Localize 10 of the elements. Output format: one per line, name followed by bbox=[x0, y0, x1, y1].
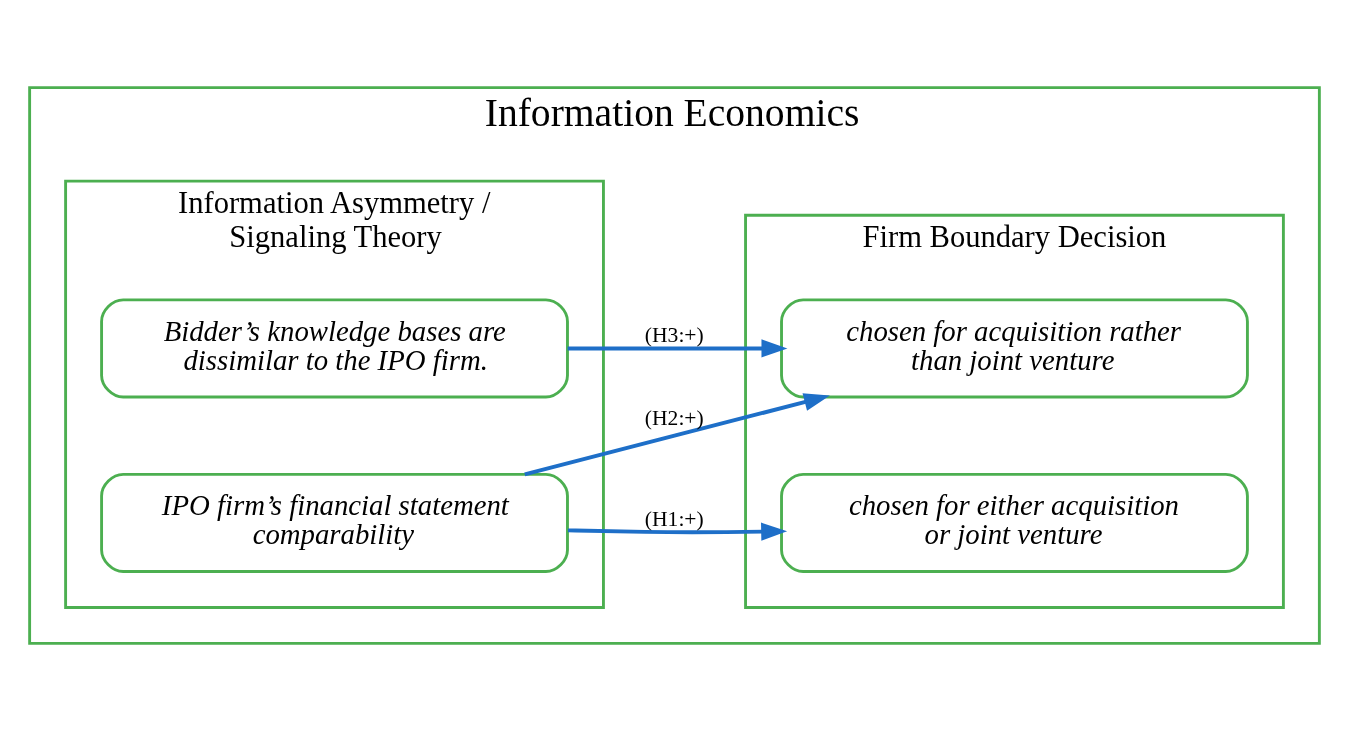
edge-label: (H2:+) bbox=[644, 406, 704, 431]
node-box: chosen for acquisition rather than joint venture bbox=[780, 298, 1249, 399]
arrow bbox=[567, 522, 788, 541]
node-box: chosen for either acquisition or joint venture bbox=[780, 472, 1249, 573]
edge-label: (H1:+) bbox=[644, 506, 704, 531]
arrow bbox=[524, 393, 830, 477]
node-box: IPO firm’s financial statement comparability bbox=[100, 472, 569, 573]
node-box: Bidder’s knowledge bases are dissimilar to the IPO firm. bbox=[100, 298, 569, 399]
arrow bbox=[567, 339, 788, 358]
edge-label: (H3:+) bbox=[644, 323, 704, 348]
